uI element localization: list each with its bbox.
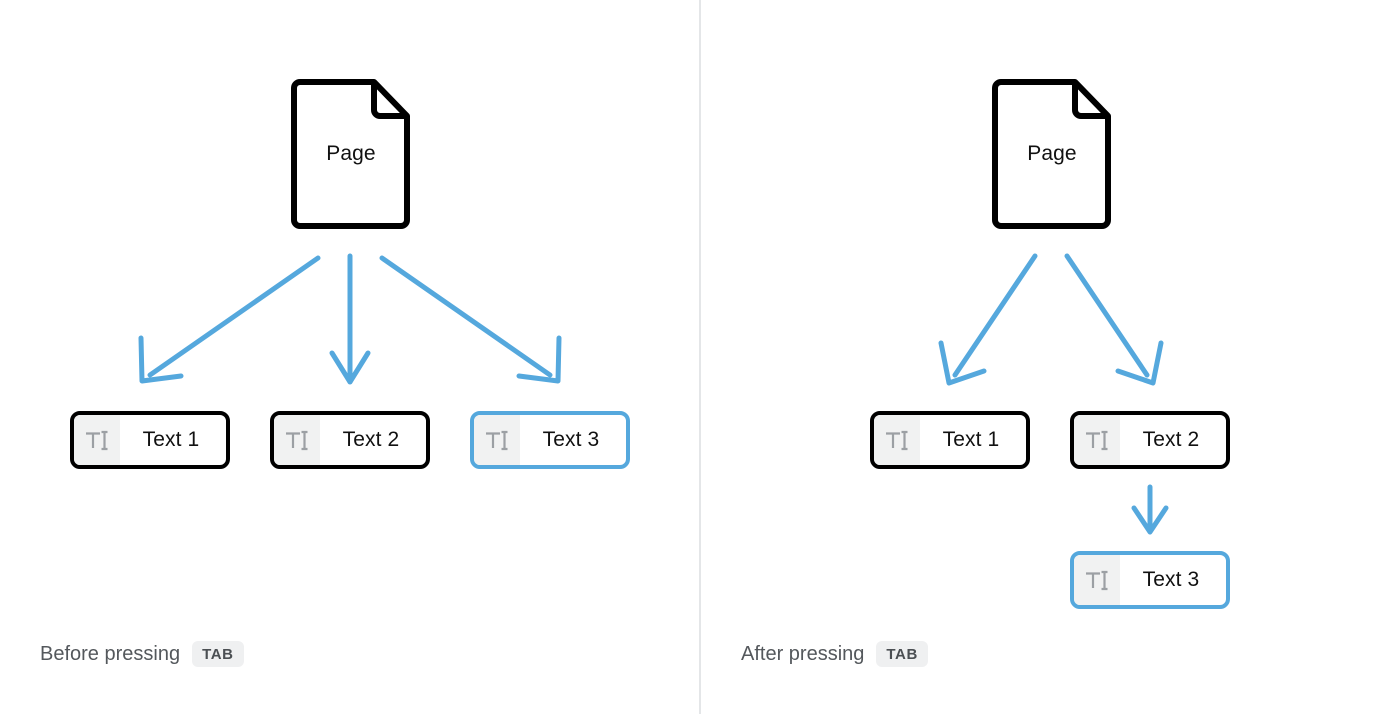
page-document-icon: Page <box>989 77 1113 231</box>
tab-key-badge: TAB <box>876 641 928 667</box>
text-cursor-icon <box>74 415 120 465</box>
page-label: Page <box>326 142 376 165</box>
page-document-icon: Page <box>288 77 412 231</box>
caption-before: Before pressing TAB <box>40 641 244 667</box>
text-node-1[interactable]: Text 1 <box>70 411 230 469</box>
text-cursor-icon <box>1074 555 1120 605</box>
text-node-1[interactable]: Text 1 <box>870 411 1030 469</box>
text-node-label: Text 3 <box>542 428 600 451</box>
panel-before: Page Text 1 Text 2 <box>0 0 699 714</box>
text-node-label: Text 2 <box>342 428 400 451</box>
text-node-2[interactable]: Text 2 <box>270 411 430 469</box>
page-document-icon-glyph <box>992 79 1111 229</box>
caption-text: Before pressing <box>40 642 181 665</box>
tab-key-badge: TAB <box>192 641 244 667</box>
text-node-2[interactable]: Text 2 <box>1070 411 1230 469</box>
caption-after: After pressing TAB <box>741 641 928 667</box>
text-cursor-icon <box>1074 415 1120 465</box>
text-node-3-selected[interactable]: Text 3 <box>1070 551 1230 609</box>
text-node-label: Text 3 <box>1142 568 1200 591</box>
panel-after: Page Text 1 Text 2 <box>701 0 1400 714</box>
text-cursor-icon <box>474 415 520 465</box>
panel-divider <box>699 0 701 714</box>
text-node-label: Text 2 <box>1142 428 1200 451</box>
page-label: Page <box>1027 142 1077 165</box>
text-node-label: Text 1 <box>942 428 1000 451</box>
text-node-3-selected[interactable]: Text 3 <box>470 411 630 469</box>
text-cursor-icon <box>274 415 320 465</box>
caption-text: After pressing <box>741 642 865 665</box>
page-document-icon-glyph <box>291 79 410 229</box>
text-node-label: Text 1 <box>142 428 200 451</box>
text-cursor-icon <box>874 415 920 465</box>
